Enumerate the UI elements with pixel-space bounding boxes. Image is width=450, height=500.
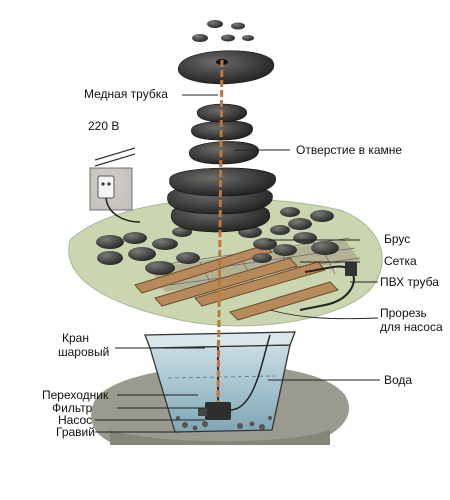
label-valve-1: Кран — [62, 331, 89, 345]
label-valve-2: шаровый — [58, 345, 110, 359]
label-pump-slot-2: для насоса — [380, 320, 443, 334]
beams-and-mesh — [134, 237, 361, 321]
label-pvc-pipe: ПВХ труба — [380, 275, 439, 289]
label-stone-hole: Отверстие в камне — [296, 143, 403, 157]
label-mesh: Сетка — [384, 254, 417, 268]
label-adapter: Переходник — [42, 388, 109, 402]
leader-lines — [95, 94, 380, 433]
wall-socket — [89, 147, 141, 223]
top-pebbles — [192, 20, 254, 42]
label-gravel: Гравий — [56, 425, 95, 439]
label-voltage: 220 В — [88, 119, 120, 133]
stone-column — [167, 50, 276, 233]
label-filter: Фильтр — [52, 401, 93, 415]
copper-tube — [216, 59, 224, 403]
pebbles — [96, 207, 339, 275]
label-pump-slot-1: Прорезь — [380, 306, 427, 320]
label-water: Вода — [384, 373, 413, 387]
label-beam: Брус — [384, 232, 411, 246]
label-copper-tube: Медная трубка — [84, 87, 168, 101]
label-pump: Насос — [58, 413, 93, 427]
